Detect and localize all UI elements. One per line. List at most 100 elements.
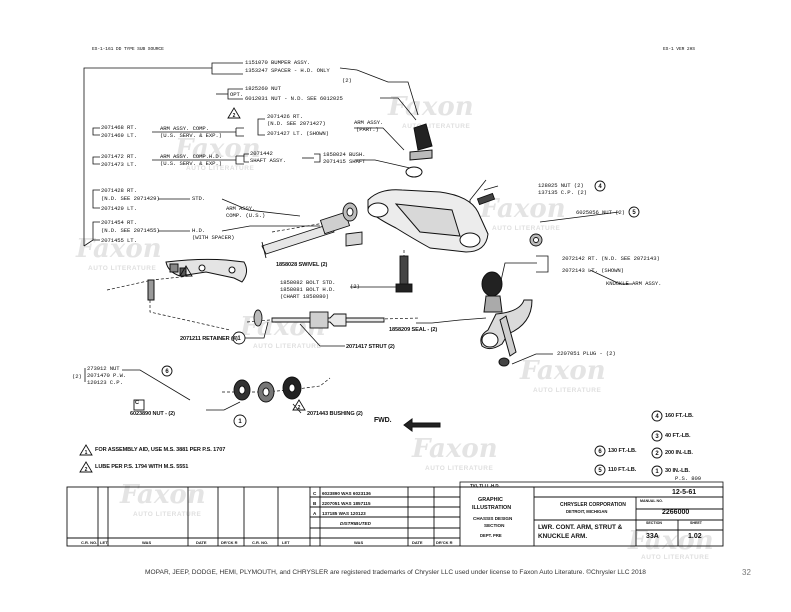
label-cp-137135: 137135 C.P. (2)	[538, 189, 587, 196]
col-dr-ck: DR'CK R	[436, 540, 453, 545]
svg-text:4: 4	[598, 184, 602, 190]
label-shaft-assy-no: 2071442	[250, 150, 273, 157]
label-arm-part: (PART.)	[356, 126, 379, 133]
label-arm-lt: 2071427 LT. (SHOWN)	[267, 130, 329, 137]
section-number: 33A	[646, 533, 659, 540]
watermark-sub: AUTO LITERATURE	[641, 554, 710, 561]
title-corporation: CHRYSLER CORPORATION	[560, 502, 626, 508]
label-bumper: 1151070 BUMPER ASSY.	[245, 59, 311, 66]
watermark-sub: AUTO LITERATURE	[88, 265, 157, 272]
watermark-logo: Faxon	[520, 356, 606, 386]
label-retainer: 2071211 RETAINER (4)	[180, 336, 238, 342]
label-seal: 1858209 SEAL - (2)	[389, 327, 438, 333]
col-let: LET	[282, 540, 290, 545]
title-section-label: SECTION	[484, 523, 505, 528]
note-lube: LUBE PER P.S. 1794 WITH M.S. 5551	[95, 464, 189, 470]
svg-text:6: 6	[598, 449, 602, 455]
section-header: SECTION	[646, 521, 662, 525]
label-hd-spacer: (WITH SPACER)	[192, 234, 235, 241]
label-hd: H.D.	[192, 227, 206, 234]
title-chassis: CHASSIS DESIGN	[473, 516, 513, 521]
label-qty: (2)	[350, 283, 360, 290]
label-knuckle-rt: 2072142 RT. (N.D. SEE 2072143)	[562, 255, 660, 262]
label-std-nd: (N.D. SEE 2071429)	[101, 195, 160, 202]
watermark-logo: Faxon	[175, 134, 261, 164]
col-cr-no: C.R. NO.	[252, 540, 269, 545]
revision-c: 6023890 WAS 6023136	[322, 491, 371, 496]
col-dr-ck: DR'CK R	[221, 540, 238, 545]
label-spacer: 1353247 SPACER - H.D. ONLY	[245, 67, 330, 74]
label-comp1-desc: ARM ASSY. COMP.	[160, 125, 209, 132]
label-comp2-rt: 2071472 RT.	[101, 153, 137, 160]
label-bushing-1858024: 1858024 BUSH.	[323, 151, 366, 158]
label-knuckle-assy: KNUCKLE ARM ASSY.	[606, 280, 662, 287]
label-bolt-std: 1858082 BOLT STD.	[280, 279, 336, 286]
svg-text:1: 1	[237, 336, 241, 342]
note-assembly-aid: FOR ASSEMBLY AID, USE M.S. 3881 PER P.S.…	[95, 447, 226, 453]
torque-spec-ps: P.S. 809	[675, 475, 702, 482]
label-strut: 2071417 STRUT (2)	[346, 344, 395, 350]
label-comp1-lt: 2071469 LT.	[101, 132, 137, 139]
revision-a: 137185 WAS 120123	[322, 511, 366, 516]
label-plug: 2207051 PLUG - (2)	[557, 350, 616, 357]
svg-text:1: 1	[655, 469, 659, 475]
col-date: DATE	[412, 540, 423, 545]
title-model: TVI, TLI L.H.D.	[470, 483, 500, 488]
svg-text:2: 2	[655, 451, 659, 457]
manual-number: 2266000	[662, 509, 690, 516]
label-std: STD.	[192, 195, 206, 202]
watermark-sub: AUTO LITERATURE	[425, 465, 494, 472]
col-was: WAS	[142, 540, 152, 545]
torque-spec-5: 110 FT.-LB.	[608, 467, 637, 473]
torque-spec-2: 200 IN.-LB.	[665, 450, 693, 456]
svg-text:4: 4	[655, 414, 659, 420]
header-left-code: ES-1-161 DD TYPE SUB SOURCE	[92, 47, 164, 52]
torque-spec-1: 30 IN.-LB.	[665, 468, 690, 474]
watermark-logo: Faxon	[76, 234, 162, 264]
col-was: WAS	[354, 540, 364, 545]
svg-text:1: 1	[185, 271, 188, 277]
watermark-sub: AUTO LITERATURE	[492, 225, 561, 232]
drawing-title-line1: LWR. CONT. ARM, STRUT &	[538, 524, 623, 531]
label-nut-6023890: 6023890 NUT - (2)	[130, 411, 175, 417]
label-comp-us2: COMP. (U.S.)	[226, 212, 266, 219]
trademark-footer: MOPAR, JEEP, DODGE, HEMI, PLYMOUTH, and …	[145, 569, 646, 576]
torque-spec-4: 160 FT.-LB.	[665, 413, 694, 419]
watermark-logo: Faxon	[412, 434, 498, 464]
label-bolt-chart: (CHART 1858080)	[280, 293, 329, 300]
drawing-title-line2: KNUCKLE ARM.	[538, 533, 588, 540]
title-city: DETROIT, MICHIGAN	[566, 509, 608, 514]
label-shaft-assy: SHAFT ASSY.	[250, 157, 286, 164]
svg-text:5: 5	[598, 468, 602, 474]
label-nut-273912: 273912 NUT	[87, 365, 120, 372]
svg-text:2: 2	[233, 113, 236, 119]
label-arm-assy: ARM ASSY.	[354, 119, 384, 126]
header-right-code: ES-1 VER 2HS	[663, 47, 695, 52]
page-number: 32	[742, 568, 751, 577]
label-hd-rt: 2071454 RT.	[101, 219, 137, 226]
label-comp2-desc2: (U.S. SERV. & EXP.)	[160, 160, 222, 167]
sheet-number: 1.02	[688, 533, 702, 540]
manual-no-label: MANUAL NO.	[640, 499, 663, 503]
label-comp1-rt: 2071468 RT.	[101, 124, 137, 131]
label-nut-6012031: 6012031 NUT - N.D. SEE 6012025	[245, 95, 343, 102]
revision-distributed: DISTRIBUTED	[340, 521, 371, 526]
watermark-sub: AUTO LITERATURE	[133, 511, 202, 518]
label-pw-2071470: 2071470 P.W.	[87, 372, 127, 379]
label-c-box: C	[135, 400, 139, 406]
title-dept: DEPT. PRE	[480, 533, 502, 538]
watermark-logo: Faxon	[388, 92, 474, 122]
label-arm-nd: (N.D. SEE 2071427)	[267, 120, 326, 127]
watermark-logo: Faxon	[120, 480, 206, 510]
label-comp2-lt: 2071473 LT.	[101, 161, 137, 168]
label-comp-us: ARM ASSY.	[226, 205, 256, 212]
label-opt: OPT.	[230, 91, 244, 98]
watermark-sub: AUTO LITERATURE	[533, 387, 602, 394]
label-nut-128025: 128025 NUT (2)	[538, 182, 584, 189]
label-bolt-hd: 1858081 BOLT H.D.	[280, 286, 336, 293]
watermark-sub: AUTO LITERATURE	[402, 123, 471, 130]
svg-text:5: 5	[632, 210, 636, 216]
label-knuckle-lt: 2072143 LT. (SHOWN)	[562, 267, 624, 274]
